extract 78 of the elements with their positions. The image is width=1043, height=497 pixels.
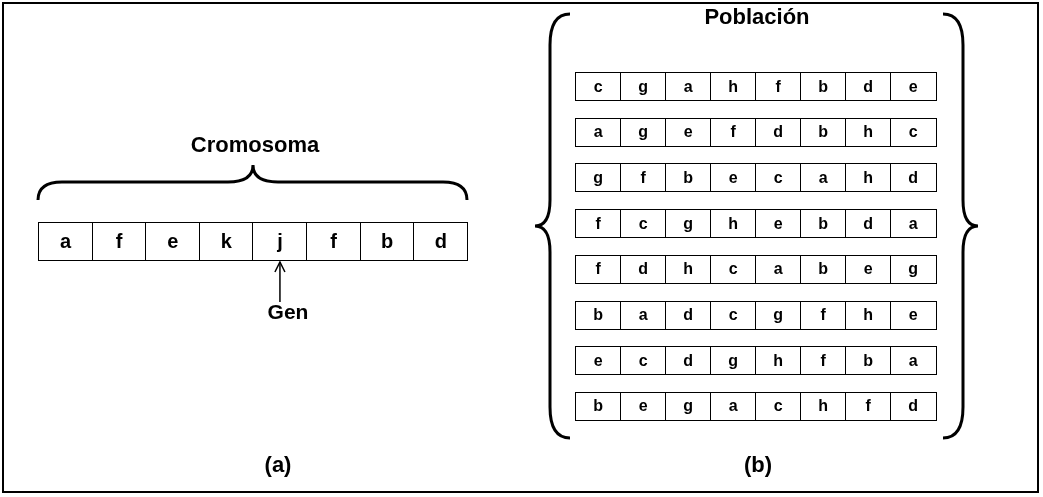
table-cell: h: [665, 254, 712, 284]
table-cell: c: [755, 163, 802, 193]
table-cell: b: [575, 391, 622, 421]
gene-cell: e: [145, 222, 201, 261]
table-cell: g: [755, 300, 802, 330]
table-cell: a: [710, 391, 757, 421]
gene-label: Gen: [267, 300, 309, 324]
table-cell: d: [665, 300, 712, 330]
gene-cell: b: [359, 222, 415, 261]
table-cell: c: [755, 391, 802, 421]
table-cell: b: [800, 117, 847, 147]
table-cell: f: [575, 254, 622, 284]
table-cell: d: [845, 209, 892, 239]
table-cell: h: [845, 117, 892, 147]
table-cell: h: [845, 300, 892, 330]
table-cell: b: [800, 254, 847, 284]
table-cell: d: [890, 163, 937, 193]
table-cell: b: [845, 346, 892, 376]
table-cell: a: [890, 209, 937, 239]
table-cell: e: [710, 163, 757, 193]
table-cell: e: [665, 117, 712, 147]
gene-cell: d: [413, 222, 469, 261]
table-cell: f: [575, 209, 622, 239]
table-cell: g: [665, 391, 712, 421]
table-cell: c: [710, 254, 757, 284]
gene-cell: f: [306, 222, 362, 261]
table-cell: e: [890, 72, 937, 101]
table-cell: e: [845, 254, 892, 284]
table-cell: c: [575, 72, 622, 101]
table-cell: g: [710, 346, 757, 376]
table-cell: f: [845, 391, 892, 421]
table-cell: g: [665, 209, 712, 239]
gene-cell: k: [198, 222, 254, 261]
table-cell: a: [890, 346, 937, 376]
table-cell: e: [890, 300, 937, 330]
table-cell: d: [620, 254, 667, 284]
gene-cell: f: [91, 222, 147, 261]
panel-label: (a): [264, 452, 292, 478]
table-cell: f: [710, 117, 757, 147]
table-cell: g: [890, 254, 937, 284]
table-cell: h: [710, 209, 757, 239]
table-cell: f: [755, 72, 802, 101]
table-cell: h: [845, 163, 892, 193]
table-cell: c: [710, 300, 757, 330]
table-cell: c: [620, 346, 667, 376]
table-cell: e: [620, 391, 667, 421]
table-cell: h: [755, 346, 802, 376]
gene-cell: a: [38, 222, 94, 261]
table-cell: f: [800, 300, 847, 330]
table-cell: d: [890, 391, 937, 421]
table-cell: b: [800, 209, 847, 239]
table-cell: b: [665, 163, 712, 193]
table-cell: d: [755, 117, 802, 147]
table-cell: g: [575, 163, 622, 193]
gene-cell: j: [252, 222, 308, 261]
table-cell: b: [800, 72, 847, 101]
table-cell: e: [755, 209, 802, 239]
table-cell: c: [620, 209, 667, 239]
table-cell: f: [800, 346, 847, 376]
table-cell: e: [575, 346, 622, 376]
table-cell: a: [665, 72, 712, 101]
panel-label: (b): [743, 452, 773, 478]
table-cell: c: [890, 117, 937, 147]
table-cell: g: [620, 117, 667, 147]
table-cell: d: [665, 346, 712, 376]
table-cell: a: [620, 300, 667, 330]
table-cell: h: [800, 391, 847, 421]
table-cell: a: [575, 117, 622, 147]
table-cell: a: [755, 254, 802, 284]
table-cell: b: [575, 300, 622, 330]
heading: Cromosoma: [190, 132, 320, 158]
table-cell: g: [620, 72, 667, 101]
heading: Población: [704, 4, 810, 30]
arrow: [274, 261, 286, 303]
table-cell: f: [620, 163, 667, 193]
table-cell: d: [845, 72, 892, 101]
table-cell: h: [710, 72, 757, 101]
table-cell: a: [800, 163, 847, 193]
